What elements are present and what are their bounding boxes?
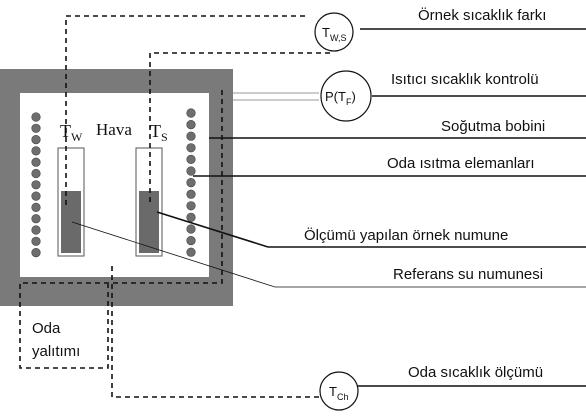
sensor-wire-room-temp [111, 266, 319, 398]
coil-turn-left [31, 225, 41, 235]
coil-turn-left [31, 123, 41, 133]
label-sample-temp-diff: Örnek sıcaklık farkı [418, 6, 546, 24]
coil-turn-left [31, 157, 41, 167]
coil-turn-left [31, 112, 41, 122]
label-reference-water-sample: Referans su numunesi [393, 266, 543, 283]
label-cooling-coil: Soğutma bobini [441, 118, 545, 135]
coil-turn-right [186, 224, 196, 234]
label-room-temp-measurement: Oda sıcaklık ölçümü [408, 364, 543, 381]
coil-turn-left [31, 191, 41, 201]
coil-turn-left [31, 146, 41, 156]
label-room-insulation-line2: yalıtımı [32, 343, 80, 360]
coil-turn-right [186, 143, 196, 153]
coil-turn-right [186, 119, 196, 130]
coil-turn-left [31, 180, 41, 190]
coil-turn-right [186, 201, 196, 211]
label-room-heating-elements: Oda ısıtma elemanları [387, 155, 535, 172]
coil-turn-right [186, 247, 196, 257]
sensor-room-temp: TCh [319, 371, 359, 411]
coil-turn-left [31, 202, 41, 212]
coil-turn-right [186, 108, 196, 118]
leader-measured-sample [156, 211, 586, 248]
sensor-heater-control: P(TF) [320, 70, 372, 122]
coil-turn-right [186, 236, 196, 246]
svg-text:TCh: TCh [329, 384, 348, 402]
label-measured-sample: Ölçümü yapılan örnek numune [304, 226, 508, 244]
cooling-coil-right [186, 108, 196, 257]
coil-turn-left [31, 135, 41, 145]
reference-water-sample [61, 191, 81, 253]
label-heater-temp-control: Isıtıcı sıcaklık kontrolü [391, 71, 539, 88]
label-room-insulation-line1: Oda [32, 320, 61, 337]
coil-turn-right [186, 212, 196, 222]
coil-turn-left [31, 248, 41, 258]
coil-turn-left [31, 236, 41, 246]
coil-turn-right [186, 166, 196, 176]
svg-text:P(TF): P(TF) [325, 89, 356, 107]
coil-turn-right [186, 154, 196, 164]
cooling-coil-left [31, 112, 41, 258]
room-interior [20, 93, 209, 277]
leader-reference-sample [71, 221, 586, 288]
sensor-sample-diff: TW,S [314, 12, 354, 52]
coil-turn-right [186, 189, 196, 199]
ts-label: TS [150, 121, 168, 144]
air-label: Hava [96, 120, 132, 139]
svg-text:TW,S: TW,S [322, 25, 346, 43]
coil-turn-right [186, 178, 196, 188]
coil-turn-left [31, 168, 41, 179]
coil-turn-right [186, 131, 196, 141]
measured-sample [139, 191, 159, 253]
coil-turn-left [31, 214, 41, 224]
